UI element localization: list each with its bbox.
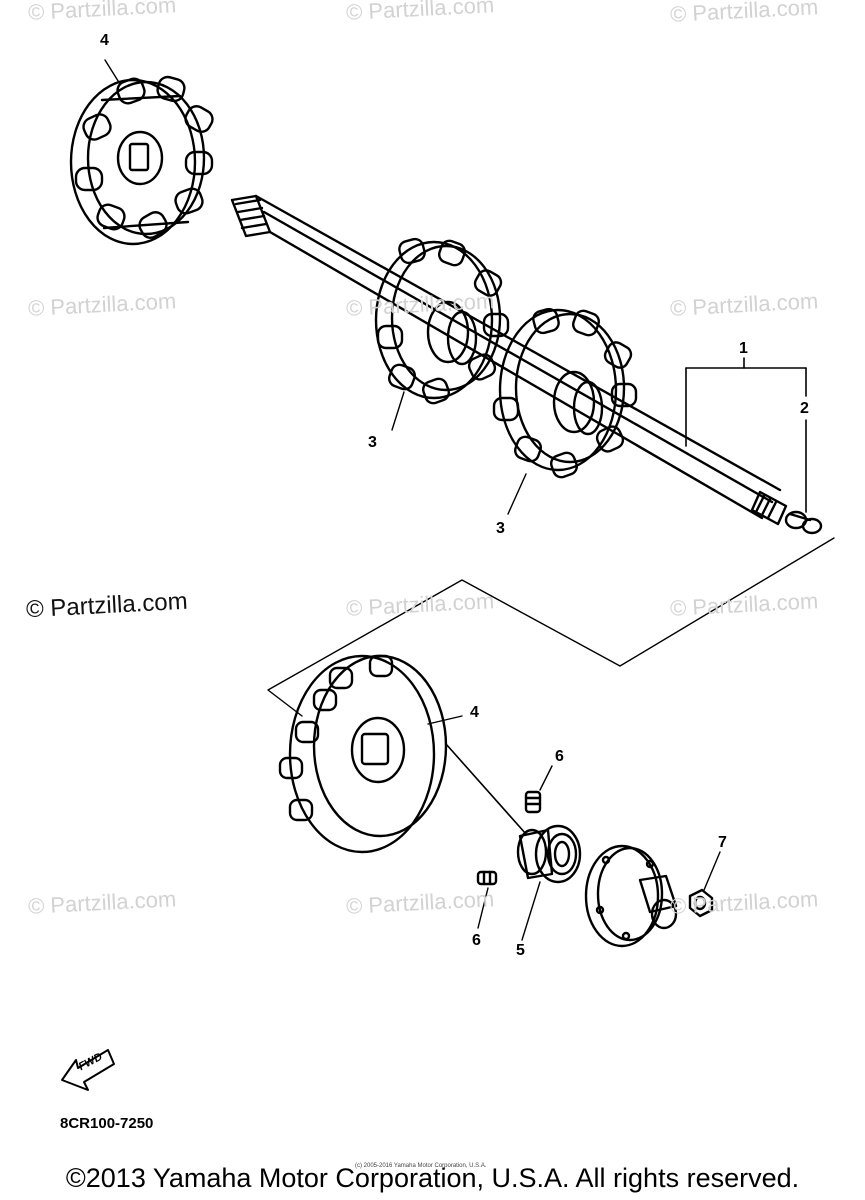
callout-2: 2 <box>800 400 809 417</box>
flange-shaft <box>584 844 678 948</box>
diagram-code: 8CR100-7250 <box>60 1115 154 1132</box>
callout-3-right: 3 <box>496 520 505 537</box>
plug-2 <box>784 510 823 535</box>
callout-3-left: 3 <box>368 434 377 451</box>
sprocket-shaft-2 <box>492 307 638 479</box>
drive-shaft <box>230 194 788 526</box>
callout-6-lower: 6 <box>472 932 481 949</box>
fine-print: (c) 2005-2016 Yamaha Motor Corporation, … <box>355 1163 487 1169</box>
callout-4-top: 4 <box>100 32 109 49</box>
copyright-notice: ©2013 Yamaha Motor Corporation, U.S.A. A… <box>65 1163 800 1193</box>
nut-7 <box>688 888 714 918</box>
callout-5: 5 <box>516 942 525 959</box>
callout-6-upper: 6 <box>555 748 564 765</box>
bearing-housing-5 <box>516 824 582 884</box>
callout-4-lower: 4 <box>470 704 479 721</box>
set-screw-upper <box>524 790 542 814</box>
leader-lines <box>104 59 721 941</box>
assembly-guide-line <box>267 537 835 717</box>
sprocket-lower <box>278 654 527 854</box>
callout-7: 7 <box>718 834 727 851</box>
set-screw-lower <box>476 870 498 886</box>
fwd-arrow-icon <box>61 1049 115 1091</box>
callout-1-bracket <box>685 357 807 513</box>
sprocket-shaft-1 <box>374 237 510 405</box>
sprocket-top-left <box>69 75 214 246</box>
callout-1: 1 <box>739 340 748 357</box>
